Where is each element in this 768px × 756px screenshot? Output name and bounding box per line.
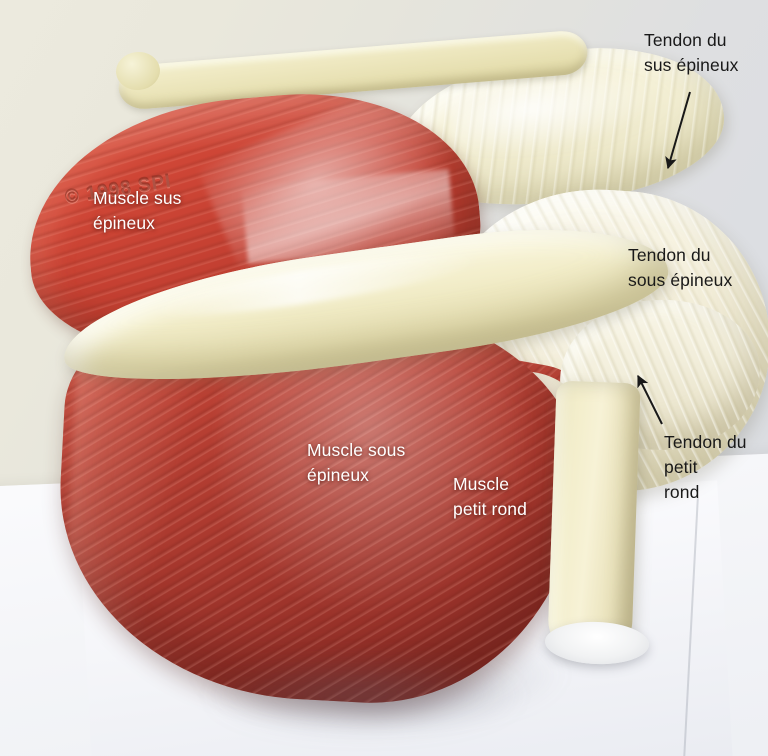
model-contact-shadow (150, 640, 580, 750)
label-muscle-sus-epineux: Muscle sus épineux (93, 188, 182, 233)
label-tendon-petit-rond: Tendon du petit rond (664, 432, 747, 502)
label-tendon-sous-epineux: Tendon du sous épineux (628, 245, 733, 290)
label-tendon-sus-epineux: Tendon du sus épineux (644, 30, 739, 75)
label-muscle-sous-epineux: Muscle sous épineux (307, 440, 406, 485)
label-muscle-petit-rond: Muscle petit rond (453, 474, 527, 519)
humerus-shaft-shape (547, 380, 641, 652)
